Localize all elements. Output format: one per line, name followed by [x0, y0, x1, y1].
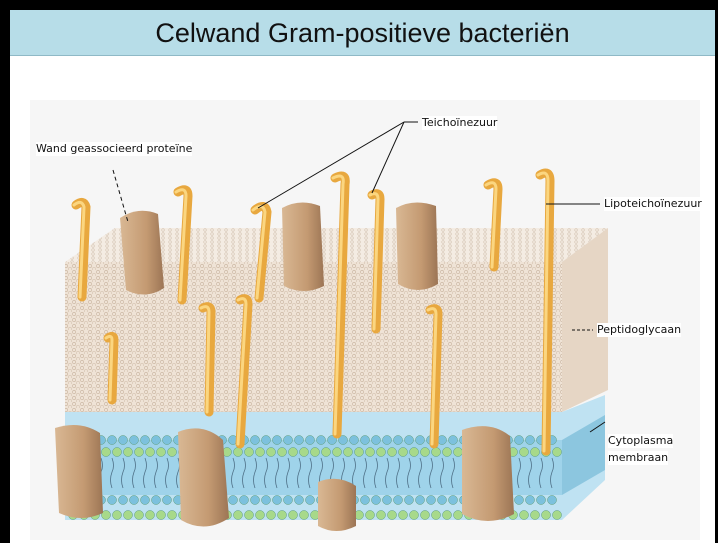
label-wall-protein: Wand geassocieerd proteïne [36, 142, 192, 156]
label-membrane-line1: Cytoplasma [608, 434, 673, 448]
title-bar: Celwand Gram-positieve bacteriën [10, 10, 715, 56]
label-peptidoglycan: Peptidoglycaan [597, 323, 681, 337]
label-teichoic-acid: Teichoïnezuur [422, 116, 497, 130]
label-lipoteichoic-acid: Lipoteichoïnezuur [604, 197, 702, 211]
label-membrane-line2: membraan [608, 451, 668, 465]
page-title: Celwand Gram-positieve bacteriën [155, 18, 569, 49]
cell-wall-diagram [10, 56, 715, 543]
